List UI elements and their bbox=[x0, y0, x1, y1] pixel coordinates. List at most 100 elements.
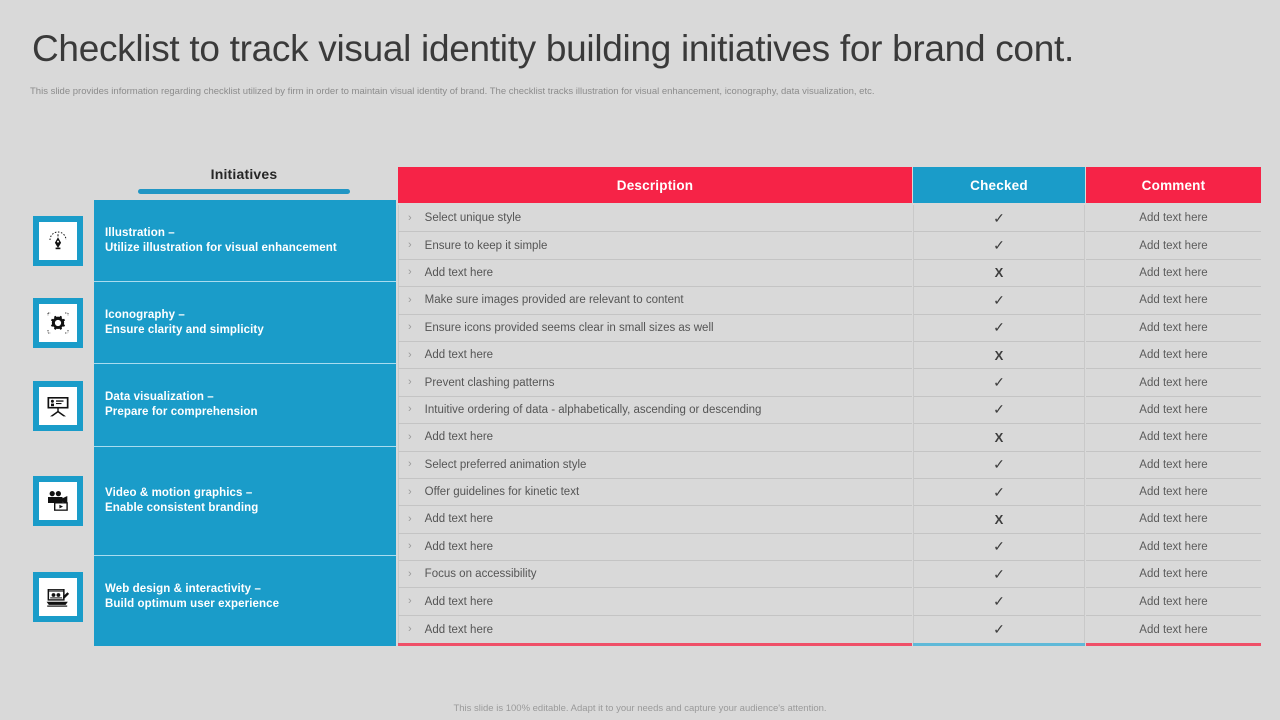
cell-comment[interactable]: Add text here bbox=[1086, 561, 1261, 589]
cross-mark-icon[interactable]: X bbox=[913, 424, 1085, 452]
slide-footer-note: This slide is 100% editable. Adapt it to… bbox=[453, 703, 827, 714]
table-row[interactable]: ›Make sure images provided are relevant … bbox=[398, 287, 1261, 315]
cell-comment[interactable]: Add text here bbox=[1086, 287, 1261, 315]
cell-comment[interactable]: Add text here bbox=[1086, 232, 1261, 260]
cell-comment[interactable]: Add text here bbox=[1086, 615, 1261, 644]
initiative-subtitle: Enable consistent branding bbox=[105, 501, 259, 514]
cell-description[interactable]: ›Ensure icons provided seems clear in sm… bbox=[398, 314, 912, 342]
table-row[interactable]: › Focus on accessibility ✓Add text here bbox=[398, 561, 1261, 589]
initiative-title: Illustration – bbox=[105, 226, 175, 239]
cell-comment[interactable]: Add text here bbox=[1086, 314, 1261, 342]
cell-description[interactable]: ›Make sure images provided are relevant … bbox=[398, 287, 912, 315]
gear-icon bbox=[39, 304, 77, 343]
cell-description[interactable]: ›Add text here bbox=[398, 533, 912, 562]
chevron-right-icon: › bbox=[408, 485, 412, 498]
cell-description[interactable]: › Ensure to keep it simple bbox=[398, 232, 912, 260]
chevron-right-icon: › bbox=[408, 567, 412, 580]
initiative-row[interactable]: Web design & interactivity –Build optimu… bbox=[94, 556, 396, 638]
cell-description[interactable]: › Focus on accessibility bbox=[398, 561, 912, 589]
check-mark-icon[interactable]: ✓ bbox=[913, 287, 1085, 315]
initiative-row[interactable]: Data visualization –Prepare for comprehe… bbox=[94, 364, 396, 447]
check-mark-icon[interactable]: ✓ bbox=[913, 451, 1085, 479]
cell-comment[interactable]: Add text here bbox=[1086, 506, 1261, 534]
initiative-row[interactable]: Illustration – Utilize illustration for v… bbox=[94, 200, 396, 283]
table-row[interactable]: ›Select unique style✓Add text here bbox=[398, 205, 1261, 233]
chevron-right-icon: › bbox=[408, 376, 412, 389]
initiatives-header-label: Initiatives bbox=[210, 166, 278, 182]
cell-comment[interactable]: Add text here bbox=[1086, 451, 1261, 479]
cell-description[interactable]: ›Add text here bbox=[398, 615, 912, 644]
initiative-label: Illustration – Utilize illustration for v… bbox=[105, 226, 337, 256]
initiatives-header-underline bbox=[138, 189, 350, 194]
cell-comment[interactable]: Add text here bbox=[1086, 478, 1261, 507]
description-text: Select preferred animation style bbox=[424, 458, 587, 471]
table-row[interactable]: ›Prevent clashing patterns✓Add text here bbox=[398, 369, 1261, 397]
check-mark-icon[interactable]: ✓ bbox=[913, 369, 1085, 397]
table-row[interactable]: ›Intuitive ordering of data - alphabetic… bbox=[398, 396, 1261, 425]
cell-comment[interactable]: Add text here bbox=[1086, 588, 1261, 616]
initiative-title: Video & motion graphics – bbox=[105, 486, 253, 499]
check-mark-icon[interactable]: ✓ bbox=[913, 396, 1085, 425]
cell-comment[interactable]: Add text here bbox=[1086, 369, 1261, 397]
chevron-right-icon: › bbox=[408, 293, 412, 306]
cell-comment[interactable]: Add text here bbox=[1086, 205, 1261, 233]
initiative-subtitle: Ensure clarity and simplicity bbox=[105, 323, 264, 336]
chevron-right-icon: › bbox=[408, 321, 412, 334]
cell-comment[interactable]: Add text here bbox=[1086, 424, 1261, 452]
chevron-right-icon: › bbox=[408, 512, 412, 525]
cross-mark-icon[interactable]: X bbox=[913, 506, 1085, 534]
check-mark-icon[interactable]: ✓ bbox=[913, 533, 1085, 562]
cell-description[interactable]: ›Prevent clashing patterns bbox=[398, 369, 912, 397]
cell-description[interactable]: ›Intuitive ordering of data - alphabetic… bbox=[398, 396, 912, 425]
description-text: Add text here bbox=[424, 595, 494, 608]
cell-comment[interactable]: Add text here bbox=[1086, 259, 1261, 288]
initiative-row[interactable]: Iconography – Ensure clarity and simplici… bbox=[94, 282, 396, 365]
initiative-icon-tile bbox=[33, 216, 83, 267]
footer-rule-checked bbox=[913, 643, 1085, 647]
table-row[interactable]: ›Ensure icons provided seems clear in sm… bbox=[398, 314, 1261, 342]
cell-description[interactable]: ›Add text here bbox=[398, 341, 912, 370]
description-text: Offer guidelines for kinetic text bbox=[424, 486, 580, 499]
description-text: Focus on accessibility bbox=[424, 568, 537, 581]
initiative-subtitle: Utilize illustration for visual enhancem… bbox=[105, 241, 337, 254]
cell-comment[interactable]: Add text here bbox=[1086, 533, 1261, 562]
initiative-label: Web design & interactivity –Build optimu… bbox=[105, 582, 279, 612]
check-mark-icon[interactable]: ✓ bbox=[913, 314, 1085, 342]
cell-description[interactable]: ›Add text here bbox=[398, 424, 912, 452]
table-row[interactable]: › Ensure to keep it simple ✓Add text here bbox=[398, 232, 1261, 260]
table-row[interactable]: ›Add text here✓Add text here bbox=[398, 588, 1261, 616]
table-row[interactable]: › Offer guidelines for kinetic text ✓Add t… bbox=[398, 478, 1261, 507]
table-row[interactable]: › Select preferred animation style ✓Add te… bbox=[398, 451, 1261, 479]
cell-description[interactable]: › Select preferred animation style bbox=[398, 451, 912, 479]
initiative-row[interactable]: Video & motion graphics – Enable consiste… bbox=[94, 447, 396, 557]
chevron-right-icon: › bbox=[408, 458, 412, 471]
initiatives-header: Initiatives bbox=[138, 166, 350, 194]
chevron-right-icon: › bbox=[408, 239, 412, 252]
cross-mark-icon[interactable]: X bbox=[913, 341, 1085, 370]
check-mark-icon[interactable]: ✓ bbox=[913, 478, 1085, 507]
cross-mark-icon[interactable]: X bbox=[913, 259, 1085, 288]
cell-description[interactable]: ›Add text here bbox=[398, 588, 912, 616]
description-text: Add text here bbox=[424, 266, 494, 279]
initiative-title: Iconography – bbox=[105, 308, 185, 321]
check-mark-icon[interactable]: ✓ bbox=[913, 205, 1085, 233]
check-mark-icon[interactable]: ✓ bbox=[913, 561, 1085, 589]
table-row[interactable]: ›Add text here✓Add text here bbox=[398, 533, 1261, 562]
check-mark-icon[interactable]: ✓ bbox=[913, 615, 1085, 644]
description-text: Ensure to keep it simple bbox=[424, 239, 548, 252]
cell-description[interactable]: ›Add text here bbox=[398, 259, 912, 288]
check-mark-icon[interactable]: ✓ bbox=[913, 232, 1085, 260]
table-row[interactable]: ›Add text here✓Add text here bbox=[398, 615, 1261, 644]
check-mark-icon[interactable]: ✓ bbox=[913, 588, 1085, 616]
cell-comment[interactable]: Add text here bbox=[1086, 396, 1261, 425]
cell-comment[interactable]: Add text here bbox=[1086, 341, 1261, 370]
web-design-icon bbox=[39, 578, 77, 617]
cell-description[interactable]: ›Add text here bbox=[398, 506, 912, 534]
cell-description[interactable]: › Offer guidelines for kinetic text bbox=[398, 478, 912, 507]
cell-description[interactable]: ›Select unique style bbox=[398, 205, 912, 233]
